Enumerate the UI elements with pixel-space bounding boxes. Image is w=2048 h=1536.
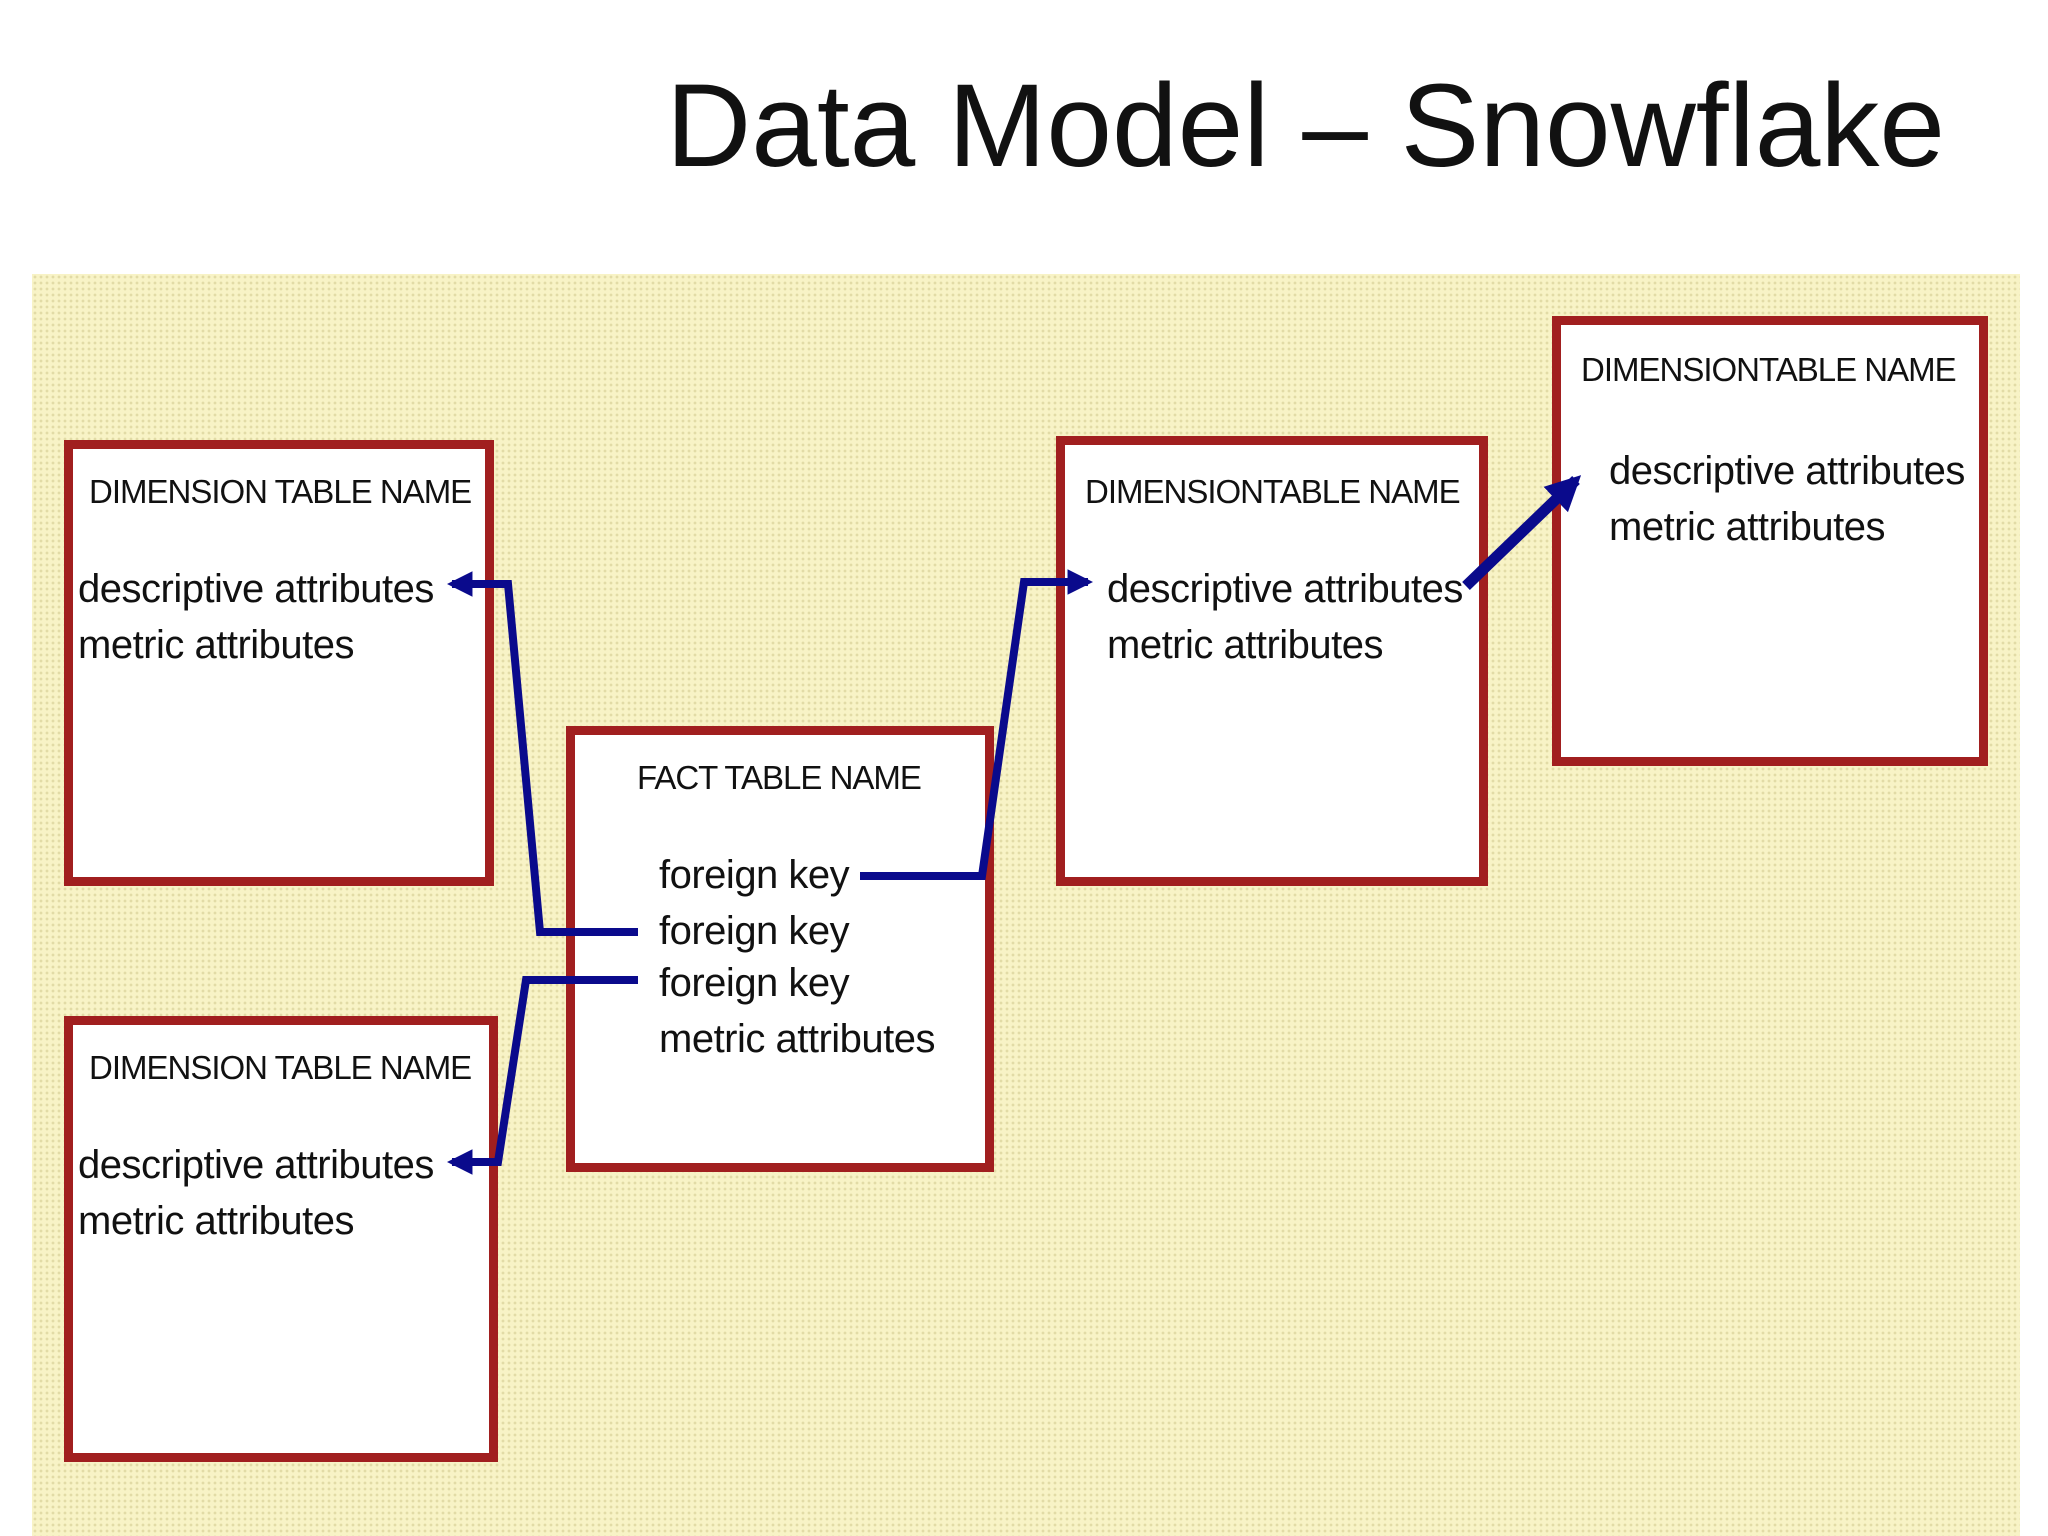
dimension-table-far-right: DIMENSIONTABLE NAME descriptive attribut… [1552,316,1988,766]
dimension-table-title: DIMENSION TABLE NAME [89,473,472,510]
descriptive-attributes-label: descriptive attributes [78,567,434,611]
fact-table: FACT TABLE NAME foreign key foreign key … [566,726,994,1172]
dimension-table-bottom-left: DIMENSION TABLE NAME descriptive attribu… [64,1016,498,1462]
dimension-table-title: DIMENSION TABLE NAME [89,1049,472,1086]
foreign-key-label: foreign key [659,853,850,897]
foreign-key-label: foreign key [659,909,850,953]
slide-title: Data Model – Snowflake [666,60,1946,192]
dimension-table-title: DIMENSIONTABLE NAME [1581,351,1957,388]
metric-attributes-label: metric attributes [1107,623,1384,667]
dimension-table-top-left: DIMENSION TABLE NAME descriptive attribu… [64,440,494,886]
descriptive-attributes-label: descriptive attributes [1609,449,1965,493]
descriptive-attributes-label: descriptive attributes [1107,567,1463,611]
fact-table-title: FACT TABLE NAME [637,759,922,796]
descriptive-attributes-label: descriptive attributes [78,1143,434,1187]
metric-attributes-label: metric attributes [78,623,355,667]
metric-attributes-label: metric attributes [78,1199,355,1243]
dimension-table-middle-right: DIMENSIONTABLE NAME descriptive attribut… [1056,436,1488,886]
metric-attributes-label: metric attributes [659,1017,936,1061]
metric-attributes-label: metric attributes [1609,505,1886,549]
foreign-key-label: foreign key [659,961,850,1005]
dimension-table-title: DIMENSIONTABLE NAME [1085,473,1461,510]
